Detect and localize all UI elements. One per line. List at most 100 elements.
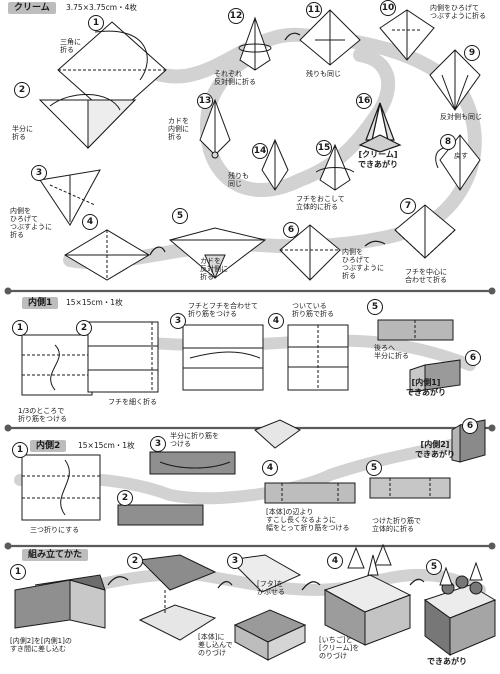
inner2-step4-diagram — [254, 419, 356, 504]
inner1-step3-diagram — [182, 324, 264, 391]
inner2-step5-diagram — [369, 477, 451, 499]
cream-step-number: 1 — [88, 15, 104, 31]
cream-flow-arrows — [149, 32, 386, 256]
inner1-step1-note: 1/3のところで 折り筋をつける — [18, 407, 67, 423]
assembly-step3-diagram — [228, 554, 307, 661]
inner1-step1-diagram — [21, 334, 93, 396]
cream-step-number: 4 — [82, 214, 98, 230]
assembly-step4-diagram — [323, 543, 412, 646]
cream-step-number: 6 — [283, 222, 299, 238]
cream-step-number: 15 — [316, 140, 332, 156]
inner2-step1-diagram — [21, 454, 101, 521]
cream-step16-finished — [358, 102, 402, 153]
inner1-step-number: 2 — [76, 320, 92, 336]
cream-step-number: 12 — [228, 8, 244, 24]
assembly-step-number: 2 — [127, 553, 143, 569]
inner1-section-title: 内側1 — [22, 297, 59, 309]
cream-section-title: クリーム — [8, 2, 56, 14]
cream-step-number: 8 — [440, 134, 456, 150]
cream-step2-note: 半分に 折る — [12, 125, 33, 141]
inner1-step2-note: フチを細く折る — [108, 398, 157, 406]
inner2-step-number: 2 — [117, 490, 133, 506]
inner1-step3-note: フチとフチを合わせて 折り筋をつける — [188, 302, 258, 318]
cream-step10-diagram — [379, 9, 435, 61]
inner1-step2-diagram — [87, 321, 159, 393]
cream-step12-note: それぞれ 反対側に折る — [214, 70, 256, 86]
cream-step11-note: 残りも同じ — [306, 70, 341, 78]
inner1-step-number: 5 — [367, 299, 383, 315]
cream-step8-note: 戻す — [454, 152, 468, 160]
cream-step3-diagram — [39, 169, 101, 226]
cream-step3-note: 内側を ひろげて つぶすように 折る — [10, 207, 52, 239]
inner2-step-number: 4 — [262, 460, 278, 476]
cream-step5-note: カドを 反対側に 折る — [200, 257, 228, 281]
inner2-paper-spec: 15×15cm・1枚 — [78, 441, 135, 450]
section-divider-lines — [8, 289, 492, 548]
cream-step4-diagram — [64, 229, 150, 281]
inner2-step-number: 5 — [366, 460, 382, 476]
inner2-step4-note: [本体]の辺より すこし長くなるように 幅をとって折り筋をつける — [266, 508, 350, 532]
cream-step12-diagram — [238, 16, 272, 71]
assembly-step3-note: [フタ]を かぶせる — [257, 580, 285, 596]
cream-paper-spec: 3.75×3.75cm・4枚 — [66, 3, 137, 12]
cream-step15-note: フチをおこして 立体的に折る — [296, 195, 345, 211]
inner2-step1-note: 三つ折りにする — [30, 526, 80, 534]
inner2-step2-diagram — [117, 504, 204, 526]
cream-step13-note: カドを 内側に 折る — [168, 117, 189, 141]
cream-step-number: 11 — [306, 2, 322, 18]
cream-step-number: 14 — [252, 143, 268, 159]
cream-step-number: 10 — [380, 0, 396, 16]
cream-step-number: 3 — [31, 165, 47, 181]
cream-step-number: 13 — [197, 93, 213, 109]
cream-step7-diagram — [394, 204, 456, 259]
cream-step6-note: 内側を ひろげて つぶすように 折る — [342, 248, 384, 280]
cream-step15-diagram — [315, 143, 355, 191]
cream-step9-diagram — [429, 49, 481, 111]
assembly-step2-note: [本体]に 差し込んで のりづけ — [198, 633, 233, 657]
inner2-step-number: 1 — [12, 442, 28, 458]
assembly-step4-note: [いちご]と [クリーム]を のりづけ — [319, 636, 360, 660]
inner1-step-number: 1 — [12, 320, 28, 336]
inner2-step3-diagram — [149, 451, 236, 475]
assembly-section-title: 組み立てかた — [22, 549, 89, 561]
inner1-done-label: [内側1] できあがり — [406, 378, 446, 397]
inner1-paper-spec: 15×15cm・1枚 — [66, 298, 123, 307]
inner1-step-number: 4 — [268, 313, 284, 329]
inner1-step4-diagram — [287, 324, 349, 391]
assembly-step-number: 1 — [10, 564, 26, 580]
cream-step-number: 5 — [172, 208, 188, 224]
inner1-step4-note: ついている 折り筋で折る — [292, 302, 334, 318]
cream-step-number: 9 — [464, 45, 480, 61]
assembly-step2-diagram — [138, 554, 217, 641]
assembly-flow-arrows — [107, 576, 425, 591]
inner2-step-number: 6 — [462, 418, 478, 434]
cream-step1-note: 三角に 折る — [60, 38, 81, 54]
cream-step2-diagram — [38, 94, 137, 150]
assembly-done-label: できあがり — [427, 657, 467, 666]
cream-step14-diagram — [261, 138, 289, 191]
cream-step7-note: フチを中心に 合わせて折る — [405, 268, 447, 284]
assembly-step1-note: [内側2]を[内側1]の すき間に差し込む — [10, 637, 72, 653]
inner1-step5-note: 後ろへ 半分に折る — [374, 344, 409, 360]
cream-step-number: 16 — [356, 93, 372, 109]
assembly-step-number: 4 — [327, 553, 343, 569]
cream-step6-diagram — [279, 224, 341, 281]
inner1-step5-diagram — [377, 319, 454, 341]
cream-step14-note: 残りも 同じ — [228, 172, 249, 188]
inner2-step3-note: 半分に折り筋を つける — [170, 432, 219, 448]
cream-done-label: [クリーム] できあがり — [358, 150, 398, 169]
section-divider-dots — [4, 287, 496, 550]
cream-step9-note: 反対側も同じ — [440, 113, 482, 121]
inner2-section-title: 内側2 — [30, 440, 67, 452]
assembly-step-number: 5 — [426, 559, 442, 575]
inner1-step6-finished — [409, 359, 461, 393]
inner2-done-label: [内側2] できあがり — [415, 440, 455, 459]
cream-step10-note: 内側をひろげて つぶすように折る — [430, 4, 486, 20]
cream-step-number: 2 — [14, 82, 30, 98]
assembly-step1-diagram — [14, 574, 106, 629]
inner2-step5-note: つけた折り筋で 立体的に折る — [372, 517, 421, 533]
cream-step13-diagram — [199, 98, 231, 159]
cream-step11-diagram — [299, 9, 361, 66]
cream-step-number: 7 — [400, 198, 416, 214]
